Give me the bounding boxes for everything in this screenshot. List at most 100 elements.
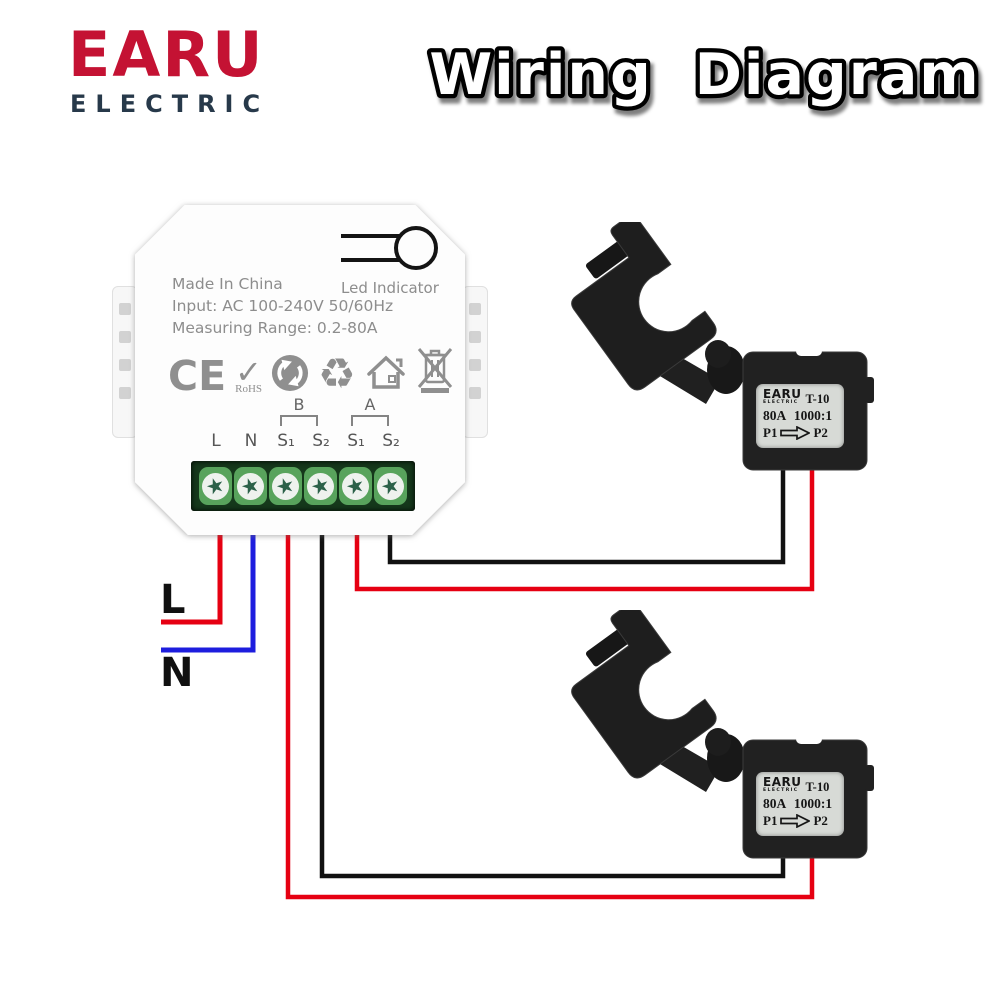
tab-tooth <box>119 387 131 399</box>
wire-ct1-s2-black <box>387 468 786 565</box>
mounting-tab-left <box>112 286 138 438</box>
ct-body-nub <box>865 377 874 403</box>
no-trash-icon <box>417 348 452 393</box>
page-title: Wiring Diagram Wiring Diagram <box>425 38 986 118</box>
terminal-l: ★ <box>199 467 232 505</box>
screw-slot: ★ <box>272 471 298 500</box>
terminal-screw: ★ <box>237 471 264 500</box>
brand-subtitle: ELECTRIC <box>70 90 270 118</box>
input-spec-text: Input: AC 100-240V 50/60Hz <box>172 297 394 315</box>
ct-body-notch <box>796 734 822 744</box>
terminal-screw: ★ <box>342 471 369 500</box>
current-transformer-1: EARU ELECTRIC T-10 80A 1000:1 P1 P2 <box>568 214 878 474</box>
tab-tooth <box>469 303 481 315</box>
terminal-screw: ★ <box>377 471 404 500</box>
ct-brand-sub: ELECTRIC <box>763 399 799 405</box>
brand-name: EARU <box>68 18 265 91</box>
terminal-block: ★ ★ ★ ★ ★ ★ <box>191 461 415 511</box>
led-indicator-label: Led Indicator <box>341 279 439 297</box>
terminal-a-s1: ★ <box>339 467 372 505</box>
terminal-b-s2: ★ <box>304 467 337 505</box>
ct-p2-label: P2 <box>813 813 828 829</box>
screw-slot: ★ <box>202 471 228 500</box>
ct-model: T-10 <box>805 779 830 794</box>
rohs-label: RoHS <box>235 383 263 395</box>
terminal-b-s1: ★ <box>269 467 302 505</box>
page-title-shadow: Wiring Diagram <box>432 47 983 113</box>
group-a-bracket <box>351 415 389 426</box>
ct-hinge-cap <box>705 340 731 368</box>
screw-slot: ★ <box>377 471 403 500</box>
rohs-check-icon: ✓ <box>235 353 262 392</box>
house-icon <box>366 355 405 389</box>
wire-ct2-s1-red <box>285 520 815 900</box>
live-wire-label: L <box>160 577 186 623</box>
terminal-label-as2: S₂ <box>382 431 400 451</box>
recycle-icon: ♻ <box>318 349 356 398</box>
ct-brand-logo: EARU ELECTRIC <box>763 775 802 793</box>
ct-brand-logo: EARU ELECTRIC <box>763 387 802 405</box>
page-title-text: Wiring Diagram <box>429 42 980 108</box>
meter-module-body: Led Indicator Made In China Input: AC 10… <box>135 205 465 535</box>
terminal-a-s2: ★ <box>374 467 407 505</box>
tab-tooth <box>469 359 481 371</box>
ct-clamp-jaw <box>571 214 717 391</box>
terminal-n: ★ <box>234 467 267 505</box>
green-dot-icon <box>271 354 309 392</box>
ct-clamp-ledge <box>585 241 629 279</box>
terminal-screw: ★ <box>307 471 334 500</box>
group-a-label: A <box>364 395 376 414</box>
terminal-label-l: L <box>211 431 221 451</box>
direction-arrow-icon <box>780 813 811 828</box>
mounting-tab-right <box>462 286 488 438</box>
tab-tooth <box>469 331 481 343</box>
wire-live <box>161 520 223 625</box>
neutral-wire-label: N <box>160 650 194 696</box>
group-b-bracket <box>280 415 318 426</box>
tab-tooth <box>119 303 131 315</box>
ct-model: T-10 <box>805 391 830 406</box>
terminal-label-bs1: S₁ <box>277 431 295 451</box>
wire-neutral <box>161 520 256 653</box>
ct-body-nub <box>865 765 874 791</box>
tab-tooth <box>119 331 131 343</box>
ct-p1-label: P1 <box>763 425 778 441</box>
brand-logo: EARU ELECTRIC <box>68 18 270 119</box>
screw-slot: ★ <box>307 471 333 500</box>
ct-label: EARU ELECTRIC T-10 80A 1000:1 P1 P2 <box>756 772 844 836</box>
tab-tooth <box>469 387 481 399</box>
direction-arrow-icon <box>780 425 811 440</box>
ct-brand-sub: ELECTRIC <box>763 787 799 793</box>
ct-rating: 80A 1000:1 <box>763 408 833 424</box>
group-b-label: B <box>293 395 305 414</box>
ct-clamp-ledge <box>585 629 629 667</box>
screw-slot: ★ <box>342 471 368 500</box>
current-transformer-2: EARU ELECTRIC T-10 80A 1000:1 P1 P2 <box>568 602 878 862</box>
ct-hinge-cap <box>705 728 731 756</box>
ct-body-notch <box>796 346 822 356</box>
ct-p2-label: P2 <box>813 425 828 441</box>
wire-ct2-s2-black <box>319 520 786 879</box>
made-in-text: Made In China <box>172 275 283 293</box>
certification-icons: CE ✓ RoHS ♻ <box>168 339 454 401</box>
ce-mark-icon: CE <box>168 352 227 401</box>
terminal-label-n: N <box>244 431 258 451</box>
terminal-label-as1: S₁ <box>347 431 365 451</box>
rohs-icon: ✓ RoHS <box>235 353 263 395</box>
ct-clamp-jaw <box>571 602 717 779</box>
led-indicator-icon <box>341 226 438 270</box>
ct-rating: 80A 1000:1 <box>763 796 833 812</box>
wire-ct1-s1-red <box>354 468 815 592</box>
terminal-screw: ★ <box>272 471 299 500</box>
screw-slot: ★ <box>237 471 263 500</box>
ct-brand-name: EARU <box>763 775 802 789</box>
ct-brand-name: EARU <box>763 387 802 401</box>
terminal-label-bs2: S₂ <box>312 431 330 451</box>
ct-p1-label: P1 <box>763 813 778 829</box>
meter-module: Led Indicator Made In China Input: AC 10… <box>135 205 465 535</box>
tab-tooth <box>119 359 131 371</box>
range-spec-text: Measuring Range: 0.2-80A <box>172 319 378 337</box>
terminal-screw: ★ <box>202 471 229 500</box>
